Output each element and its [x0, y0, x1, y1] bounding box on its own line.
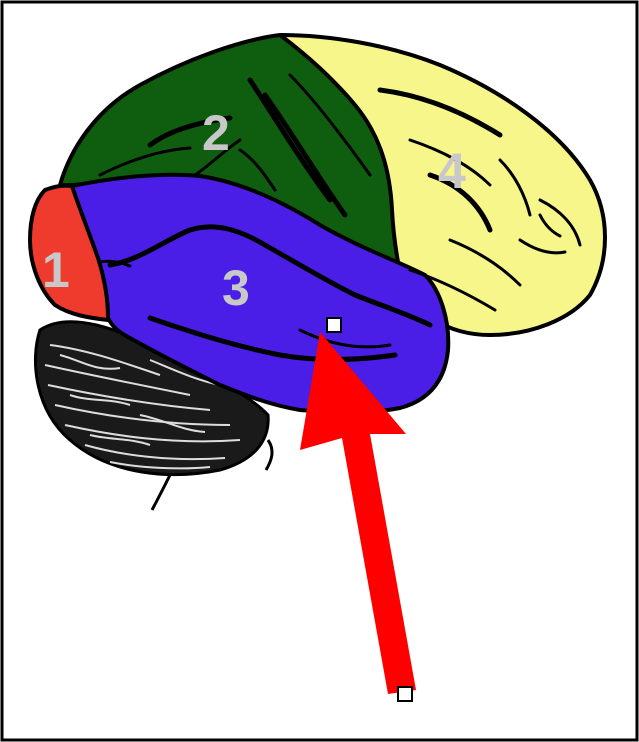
lobe-1-label: 1 [42, 242, 70, 298]
arrow-start-handle[interactable] [398, 687, 412, 701]
arrow-end-handle[interactable] [327, 318, 341, 332]
lobe-2-label: 2 [202, 105, 230, 161]
lobe-4-label: 4 [438, 143, 466, 199]
lobe-3-label: 3 [222, 260, 250, 316]
